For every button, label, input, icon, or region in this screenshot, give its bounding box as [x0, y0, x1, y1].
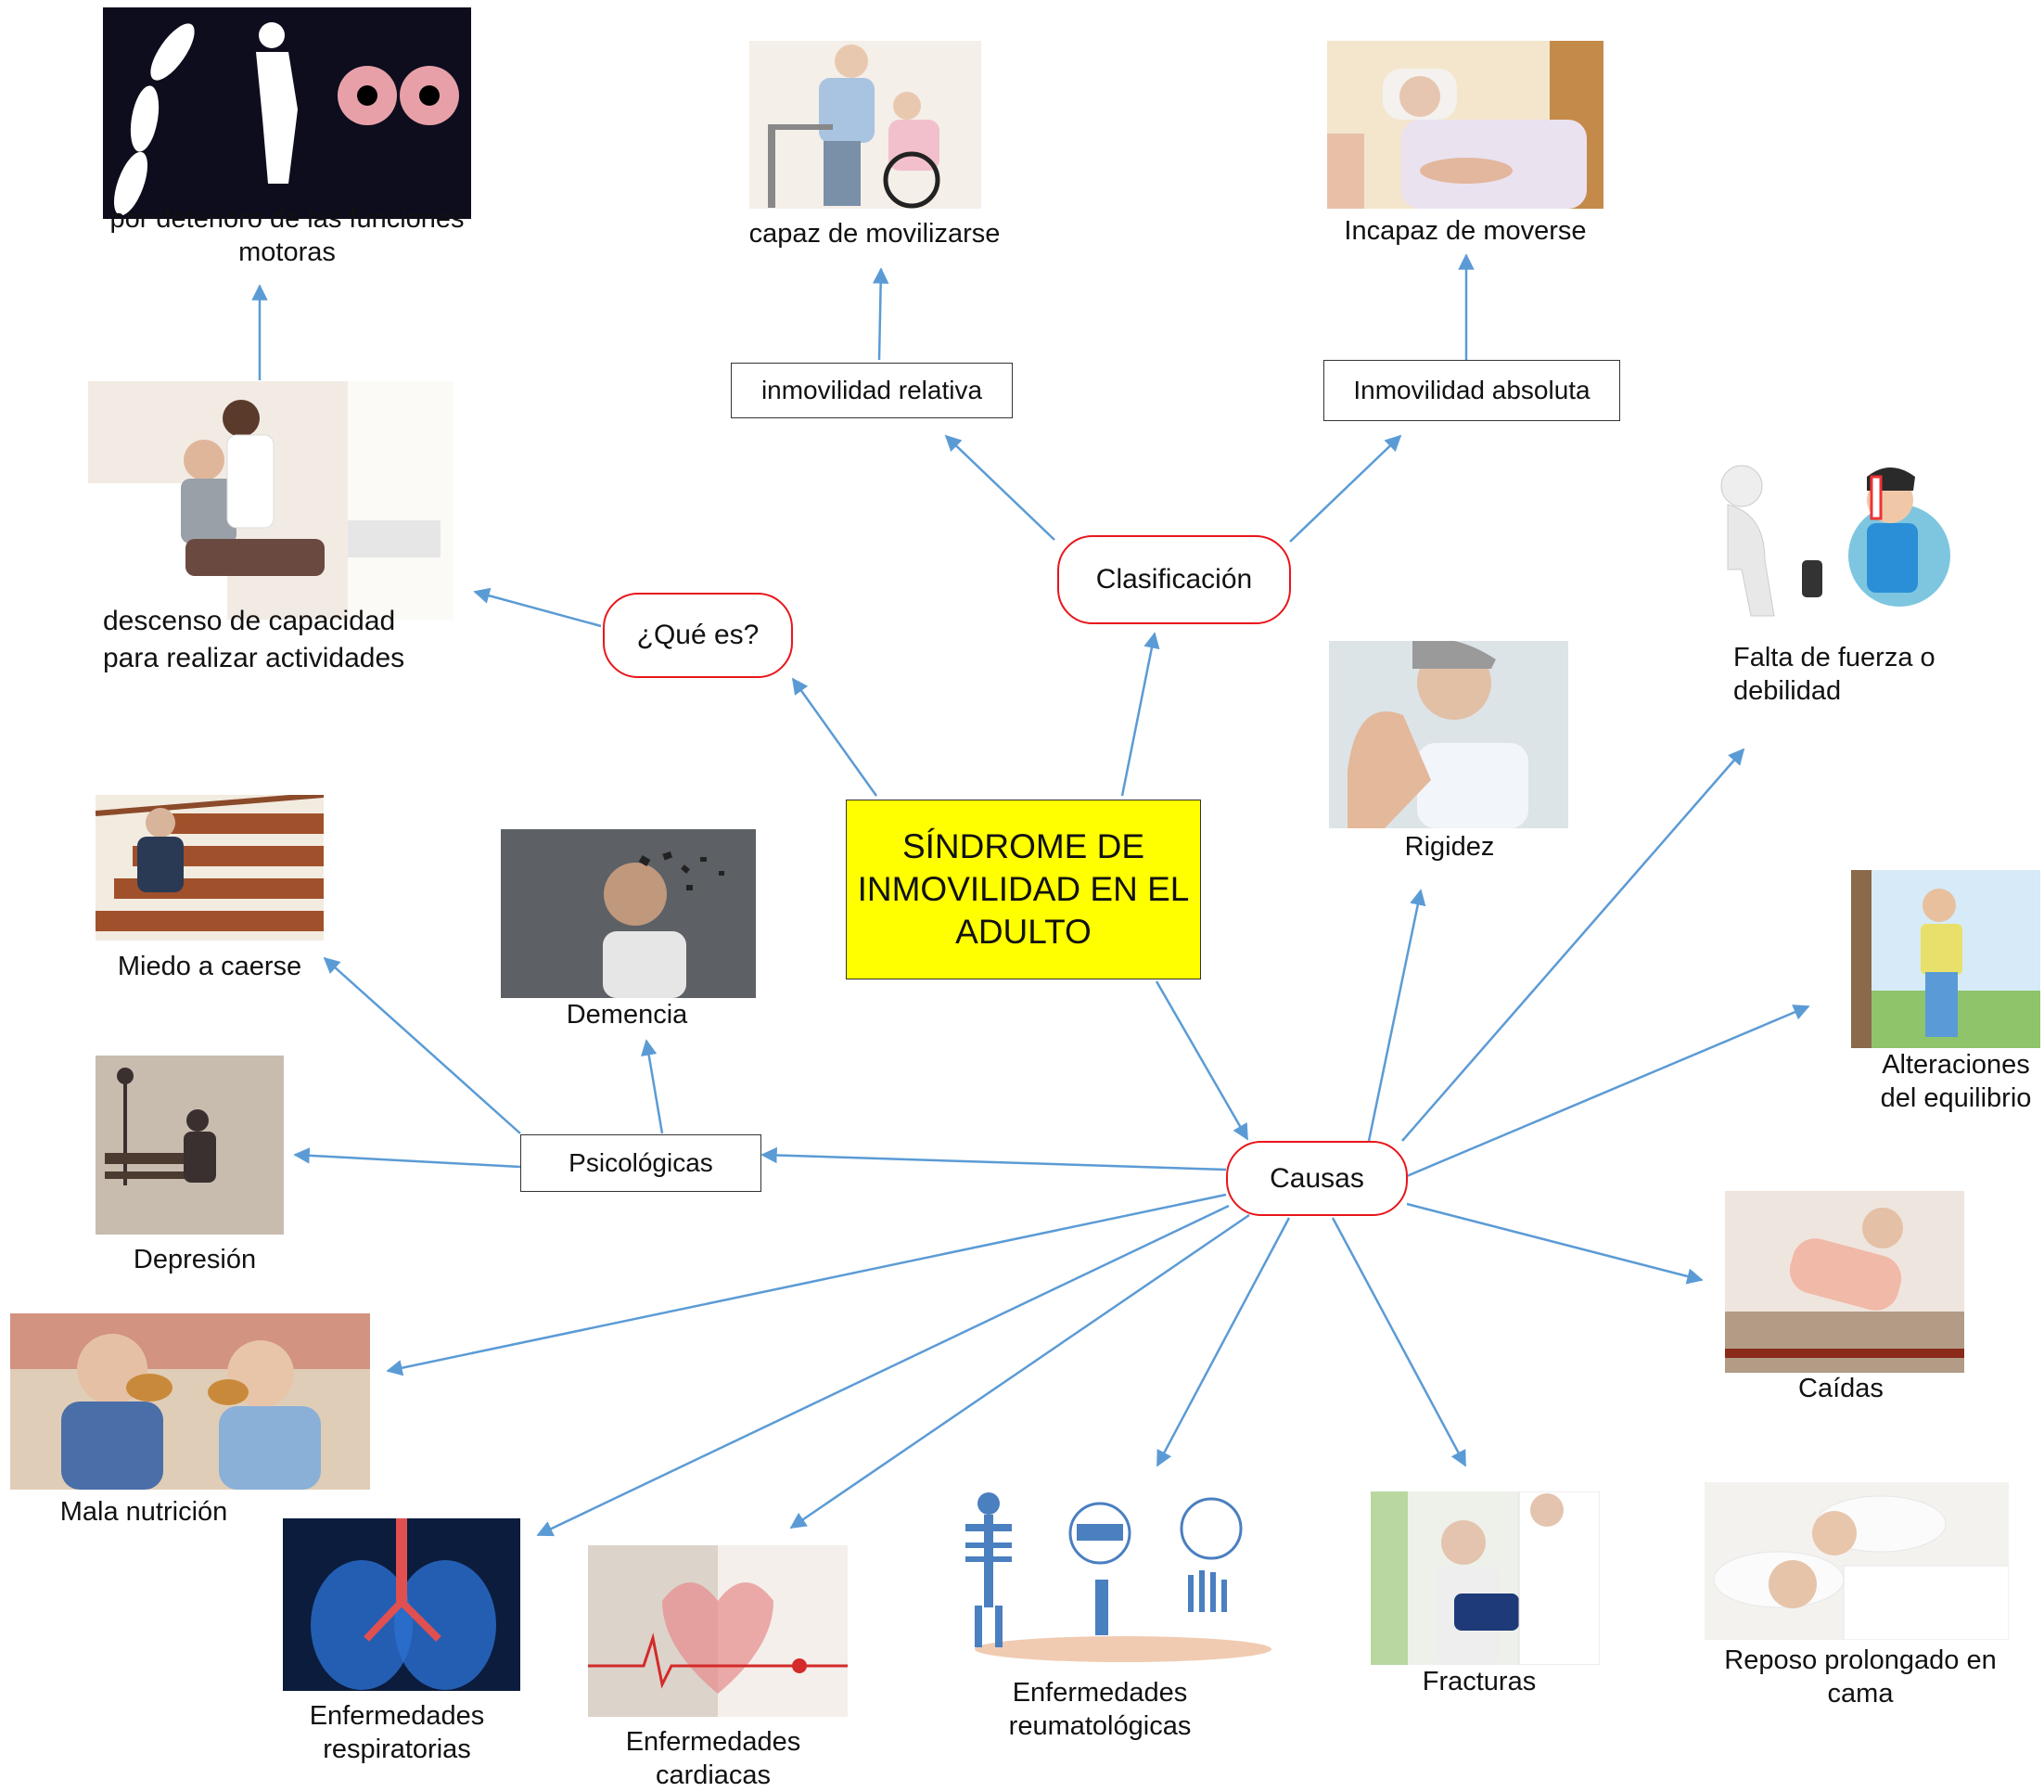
node-inmovilidad-relativa[interactable]: inmovilidad relativa [731, 363, 1013, 418]
image-motor-function [103, 7, 471, 219]
arrow-to-capaz [872, 267, 889, 361]
label-demencia: Demencia [566, 1000, 688, 1030]
image-prolonged-bed-rest [1705, 1482, 2009, 1640]
central-topic: SÍNDROME DE INMOVILIDAD EN EL ADULTO [846, 800, 1201, 979]
arrow-to-fracturas [1331, 1217, 1467, 1467]
node-psicologicas-label: Psicológicas [568, 1148, 713, 1177]
label-descenso: descenso de capacidad para realizar acti… [103, 606, 405, 673]
label-reposo: Reposo prolongado en cama [1724, 1645, 1997, 1709]
image-fear-of-falling [96, 795, 324, 941]
arrow-to-relativa [944, 434, 1055, 541]
label-capaz: capaz de movilizarse [748, 219, 1001, 249]
node-clasificacion[interactable]: Clasificación [1057, 535, 1291, 624]
arrow-to-absoluta [1289, 434, 1402, 543]
node-clasificacion-label: Clasificación [1095, 564, 1253, 595]
arrow-to-miedo [323, 956, 521, 1134]
arrow-to-demencia [641, 1039, 664, 1134]
label-fracturas: Fracturas [1422, 1667, 1537, 1696]
label-incapaz: Incapaz de moverse [1344, 216, 1587, 246]
node-causas[interactable]: Causas [1226, 1141, 1408, 1216]
label-fuerza: Falta de fuerza o debilidad [1733, 643, 1935, 706]
node-psicologicas[interactable]: Psicológicas [520, 1134, 761, 1192]
arrow-to-cardiacas [789, 1213, 1250, 1530]
label-cardiacas: Enfermedades cardiacas [625, 1727, 801, 1790]
image-falls [1725, 1191, 1964, 1373]
arrow-to-depresion [293, 1147, 521, 1169]
node-que-es-label: ¿Qué es? [636, 620, 760, 650]
arrow-to-caidas [1406, 1202, 1704, 1285]
label-reumatologicas: Enfermedades reumatológicas [1008, 1678, 1192, 1741]
image-rheumatic-diseases [938, 1487, 1271, 1667]
image-depression [96, 1056, 284, 1235]
arrow-to-que-es [791, 677, 878, 797]
arrow-to-descenso [473, 587, 602, 628]
label-nutricion: Mala nutrición [59, 1497, 228, 1527]
label-motoras: por deterioro de las funciones motoras [109, 204, 465, 267]
label-miedo: Miedo a caerse [117, 952, 302, 981]
image-heart-disease [588, 1545, 848, 1717]
arrow-to-respiratorias [536, 1204, 1230, 1537]
node-que-es[interactable]: ¿Qué es? [603, 593, 793, 678]
label-equilibrio: Alteraciones del equilibrio [1880, 1050, 2032, 1113]
arrow-to-equilibrio [1406, 1005, 1810, 1178]
node-relativa-label: inmovilidad relativa [760, 376, 983, 404]
label-respiratorias: Enfermedades respiratorias [309, 1701, 485, 1764]
arrow-to-rigidez [1367, 889, 1426, 1142]
image-poor-nutrition [10, 1313, 370, 1490]
arrow-to-reumatologicas [1156, 1217, 1291, 1467]
label-rigidez: Rigidez [1404, 832, 1495, 862]
image-weakness [1700, 458, 1983, 634]
node-absoluta-label: Inmovilidad absoluta [1353, 376, 1590, 404]
image-walker-wheelchair [749, 41, 981, 209]
arrow-to-nutricion [386, 1193, 1227, 1376]
arrow-to-causas [1155, 980, 1249, 1141]
label-caidas: Caídas [1798, 1374, 1884, 1403]
image-caregiver-helping [88, 381, 454, 620]
central-title: SÍNDROME DE INMOVILIDAD EN EL ADULTO [857, 827, 1190, 951]
arrow-to-psicologicas [760, 1146, 1227, 1171]
image-balance [1851, 870, 2040, 1048]
image-dementia [501, 829, 756, 998]
image-rigidity [1329, 641, 1568, 828]
image-fractures [1371, 1491, 1600, 1665]
node-causas-label: Causas [1270, 1162, 1364, 1194]
arrow-to-fuerza [1401, 748, 1745, 1142]
image-bedridden [1327, 41, 1603, 209]
node-inmovilidad-absoluta[interactable]: Inmovilidad absoluta [1323, 360, 1620, 421]
arrow-to-clasificacion [1120, 632, 1160, 797]
label-depresion: Depresión [133, 1245, 257, 1274]
image-respiratory-disease [283, 1518, 520, 1691]
